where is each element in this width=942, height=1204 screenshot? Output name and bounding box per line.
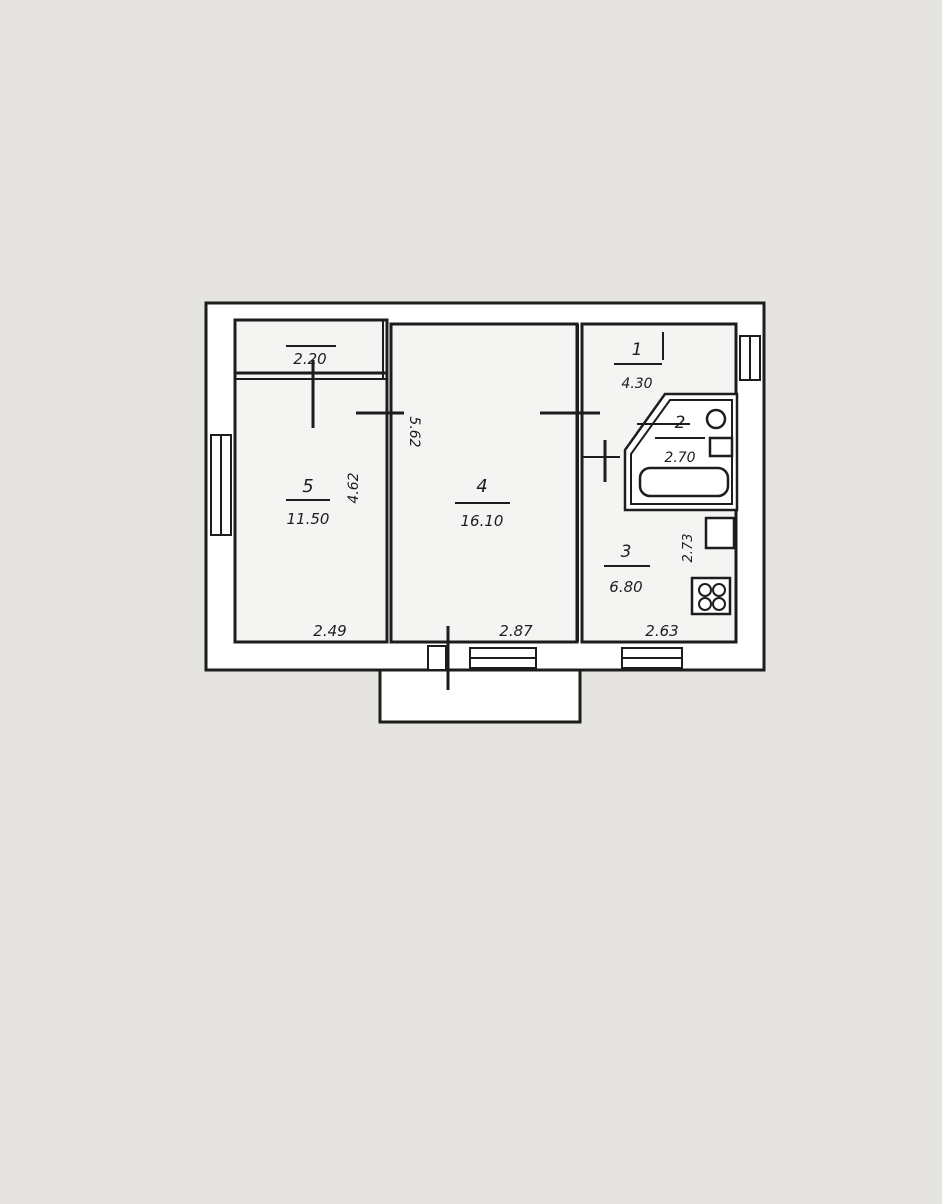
balcony bbox=[378, 668, 582, 724]
room-label-5: 5 11.50 bbox=[286, 476, 330, 528]
sink bbox=[708, 436, 734, 458]
room-4-area bbox=[389, 322, 579, 644]
kitchen-sink bbox=[704, 516, 736, 550]
stove-burner-2 bbox=[712, 583, 726, 597]
room-5-number: 5 bbox=[302, 476, 313, 497]
dim-room4-length: 5.62 bbox=[406, 416, 422, 447]
room-2-area-value: 2.70 bbox=[664, 450, 695, 466]
room-2-number: 2 bbox=[675, 413, 686, 433]
dim-room3-length: 2.73 bbox=[681, 534, 696, 563]
room-1-area-value: 4.30 bbox=[621, 376, 652, 392]
room-4-area-value: 16.10 bbox=[461, 512, 504, 530]
room-label-1: 1 4.30 bbox=[614, 340, 662, 392]
balcony-door bbox=[427, 645, 447, 671]
dim-room5-length: 4.62 bbox=[346, 472, 362, 503]
dim-room4-width: 2.87 bbox=[499, 622, 533, 640]
stove bbox=[690, 576, 732, 616]
room-1-number: 1 bbox=[632, 340, 643, 360]
room-3-area-value: 6.80 bbox=[609, 578, 642, 596]
room-3-number: 3 bbox=[621, 542, 632, 562]
closet-area-value: 2.20 bbox=[293, 350, 326, 368]
stove-burner-1 bbox=[698, 583, 712, 597]
room-label-4: 4 16.10 bbox=[455, 476, 510, 530]
bathroom-inner-wall bbox=[630, 399, 733, 505]
room-label-2: 2 2.70 bbox=[655, 413, 705, 466]
stove-burner-4 bbox=[712, 597, 726, 611]
stove-burner-3 bbox=[698, 597, 712, 611]
room-label-3: 3 6.80 bbox=[604, 542, 650, 596]
closet-label: 2.20 bbox=[286, 345, 336, 368]
room-5-area-value: 11.50 bbox=[287, 510, 330, 528]
toilet bbox=[705, 408, 727, 430]
bathtub bbox=[638, 466, 730, 498]
dim-room3-width: 2.63 bbox=[645, 622, 678, 640]
dim-room5-width: 2.49 bbox=[313, 622, 346, 640]
room-4-number: 4 bbox=[476, 476, 487, 497]
